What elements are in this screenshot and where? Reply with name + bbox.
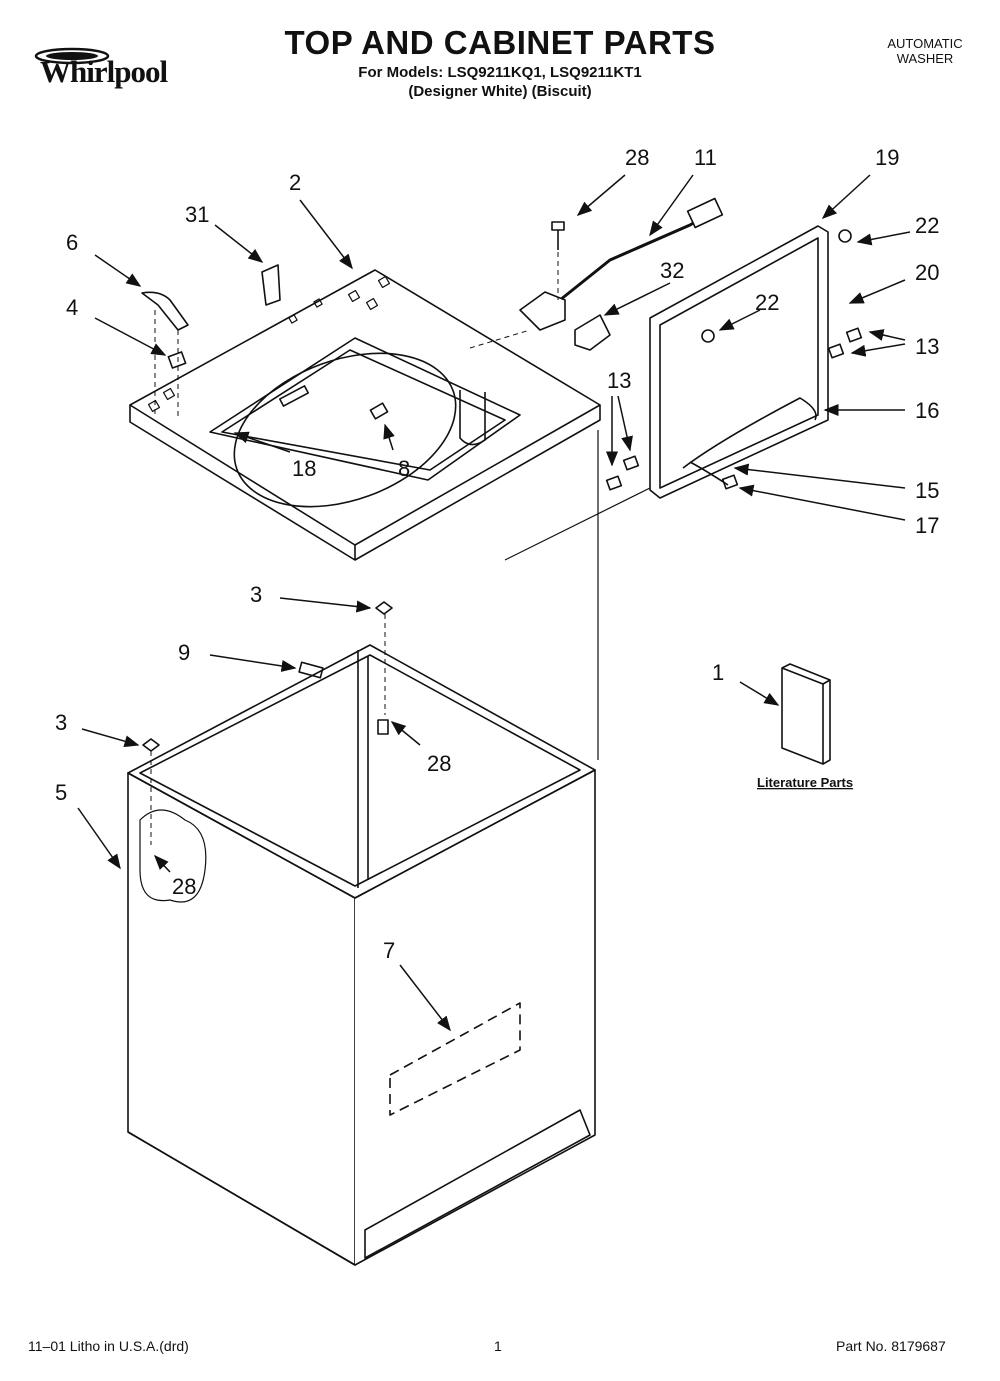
rod-16 (682, 397, 817, 469)
callout-13: 13 (607, 368, 631, 393)
brand-name: Whirlpool (40, 54, 168, 89)
top-panel (129, 269, 601, 561)
console-frame (649, 225, 829, 499)
callout-6: 6 (66, 230, 78, 255)
callout-28: 28 (427, 751, 451, 776)
callout-20: 20 (915, 260, 939, 285)
callout-5: 5 (55, 780, 67, 805)
product-line-1: AUTOMATIC (887, 36, 963, 51)
callout-4: 4 (66, 295, 78, 320)
logo-swoosh-icon (34, 47, 110, 65)
callout-19: 19 (875, 145, 899, 170)
model-subtitle: For Models: LSQ9211KQ1, LSQ9211KT1 (Desi… (240, 63, 760, 101)
callout-7: 7 (383, 938, 395, 963)
callout-16: 16 (915, 398, 939, 423)
pad-7 (389, 1002, 521, 1116)
clip-4 (167, 351, 187, 369)
product-line-2: WASHER (896, 51, 954, 66)
callout-3: 3 (250, 582, 262, 607)
litho-note: 11–01 Litho in U.S.A.(drd) (28, 1338, 189, 1354)
callout-28: 28 (625, 145, 649, 170)
literature-parts (781, 663, 831, 765)
clip-31 (261, 264, 281, 306)
callout-11: 11 (694, 145, 717, 170)
colors-line: (Designer White) (Biscuit) (408, 83, 592, 100)
lid-switch-assembly (519, 197, 724, 351)
part-number: Part No. 8179687 (836, 1338, 946, 1354)
callout-17: 17 (915, 513, 939, 538)
callout-22: 22 (755, 290, 779, 315)
callout-13: 13 (915, 334, 939, 359)
callout-15: 15 (915, 478, 939, 503)
callout-8: 8 (398, 456, 410, 481)
callout-2: 2 (289, 170, 301, 195)
callout-3: 3 (55, 710, 67, 735)
models-line: For Models: LSQ9211KQ1, LSQ9211KT1 (358, 64, 642, 81)
product-type: AUTOMATIC WASHER (850, 36, 1000, 66)
callout-9: 9 (178, 640, 190, 665)
whirlpool-logo: Whirlpool (22, 44, 192, 100)
clip-6 (141, 291, 189, 331)
alignment-lines (150, 252, 559, 845)
page-number: 1 (494, 1338, 502, 1354)
callout-18: 18 (292, 456, 316, 481)
leader-arrows (77, 174, 911, 1032)
callout-31: 31 (185, 202, 209, 227)
callout-28: 28 (172, 874, 196, 899)
callout-1: 1 (712, 660, 724, 685)
page-title: TOP AND CABINET PARTS (284, 24, 716, 61)
literature-parts-label: Literature Parts (757, 775, 853, 790)
callout-22: 22 (915, 213, 939, 238)
cabinet (127, 644, 596, 1266)
callout-32: 32 (660, 258, 684, 283)
top-panel-holes (147, 275, 391, 413)
